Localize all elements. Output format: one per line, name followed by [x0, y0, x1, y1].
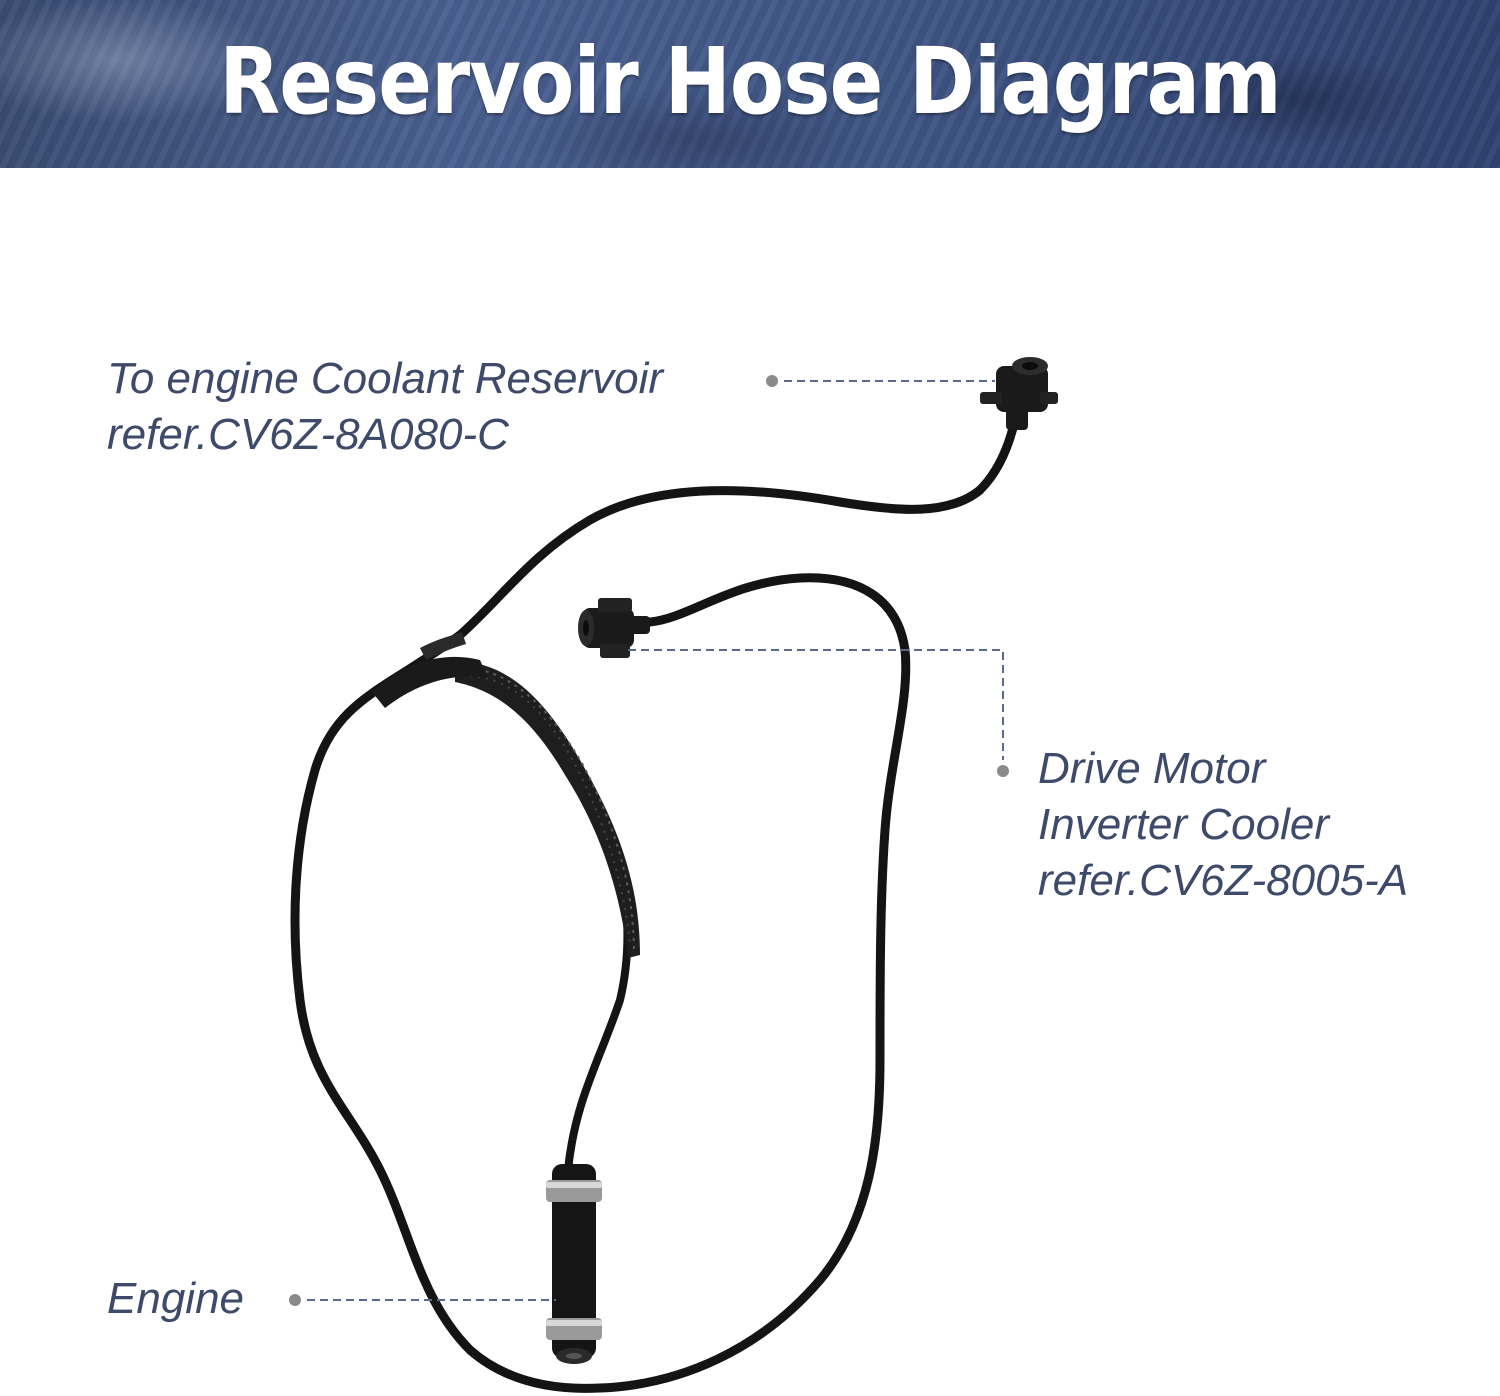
- leader-dots: [289, 375, 1009, 1306]
- title-banner: Reservoir Hose Diagram: [0, 0, 1500, 168]
- callout-reservoir-line2: refer.CV6Z-8A080-C: [107, 410, 509, 459]
- callout-reservoir-line1: To engine Coolant Reservoir: [107, 354, 664, 403]
- engine-photo-background: [0, 0, 1500, 168]
- dot-reservoir: [766, 375, 778, 387]
- dot-engine: [289, 1294, 301, 1306]
- callout-engine: Engine: [107, 1271, 244, 1327]
- hose: [290, 400, 1023, 1393]
- callout-inverter-line2: Inverter Cooler: [1038, 800, 1330, 849]
- leader-lines: [307, 380, 1004, 1301]
- dot-inverter: [997, 765, 1009, 777]
- callout-inverter: Drive Motor Inverter Cooler refer.CV6Z-8…: [1038, 741, 1408, 909]
- leader-inverter: [628, 649, 1004, 760]
- callout-engine-line1: Engine: [107, 1274, 245, 1323]
- reservoir-connector: [980, 357, 1058, 430]
- braided-sleeve: [455, 661, 640, 958]
- callout-inverter-line1: Drive Motor: [1038, 744, 1266, 793]
- y-junction: [372, 632, 488, 708]
- page-title: Reservoir Hose Diagram: [219, 28, 1281, 135]
- hose-left-loop: [290, 670, 605, 1393]
- inverter-connector: [578, 598, 650, 658]
- engine-fitting: [546, 1164, 602, 1364]
- hose-bottom-right-loop: [595, 573, 911, 1393]
- callout-reservoir: To engine Coolant Reservoir refer.CV6Z-8…: [107, 351, 663, 463]
- callout-inverter-line3: refer.CV6Z-8005-A: [1038, 856, 1409, 905]
